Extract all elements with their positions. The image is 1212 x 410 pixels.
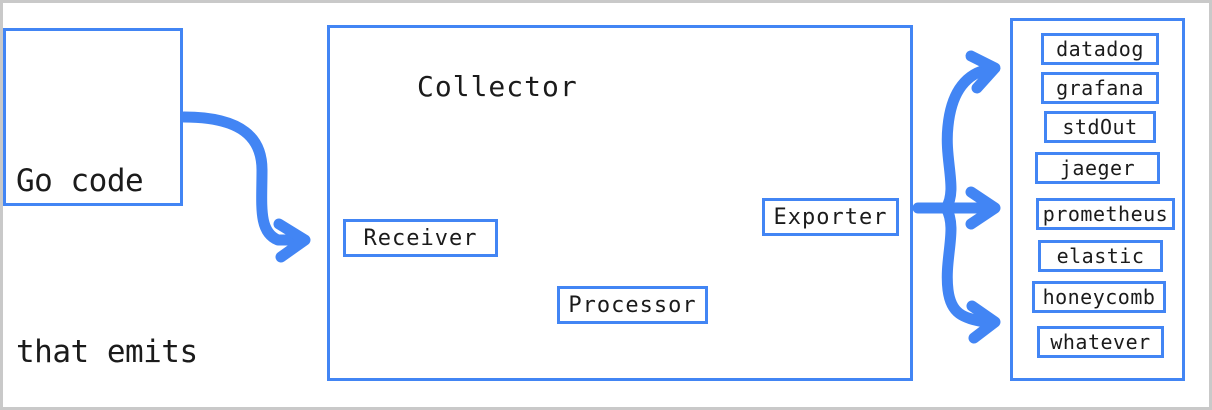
source-line-2: that emits (16, 334, 198, 370)
backends-panel: datadog grafana stdOut jaeger prometheus… (1010, 18, 1185, 381)
backend-box-elastic: elastic (1038, 240, 1163, 272)
source-box: Go code that emits metrics (3, 28, 198, 370)
arrow-exporter-to-backends-top (940, 50, 1001, 214)
arrow-exporter-to-backends-bottom (940, 202, 1001, 344)
receiver-box: Receiver (343, 219, 498, 257)
backend-box-whatever: whatever (1037, 326, 1164, 358)
backend-box-honeycomb: honeycomb (1032, 281, 1166, 313)
processor-box: Processor (557, 286, 708, 324)
backend-box-stdout: stdOut (1044, 111, 1156, 143)
backend-box-prometheus: prometheus (1036, 198, 1175, 230)
collector-title: Collector (417, 70, 578, 103)
arrow-source-to-receiver (178, 111, 311, 263)
backend-box-jaeger: jaeger (1035, 152, 1160, 184)
backend-box-grafana: grafana (1041, 72, 1159, 104)
exporter-box: Exporter (762, 198, 899, 236)
arrow-exporter-to-backends-middle (940, 186, 1001, 230)
backend-box-datadog: datadog (1041, 33, 1159, 65)
source-line-1: Go code (16, 163, 144, 199)
